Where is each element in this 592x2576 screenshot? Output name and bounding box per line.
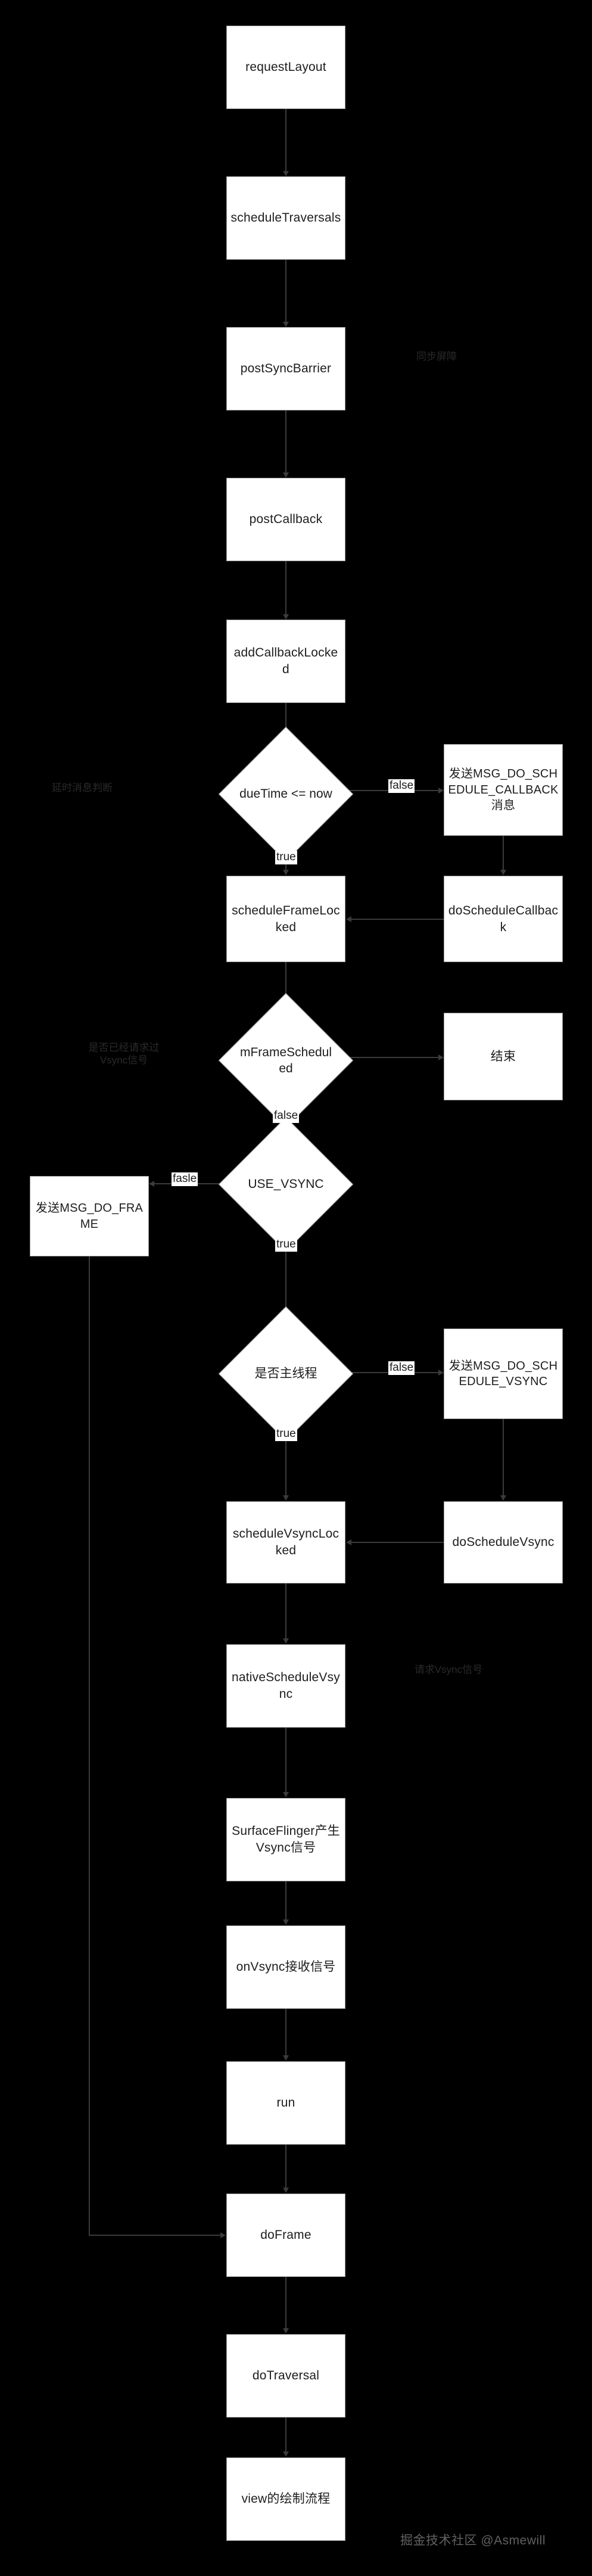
edge-sendmsg-doschedulecallback	[503, 836, 504, 870]
arrowhead-doschedulevsync	[500, 1495, 506, 1501]
edge-label-duetime-true: true	[275, 851, 297, 864]
edge-label-use-vsync-fasle: fasle	[172, 1172, 198, 1186]
edge-onvsync-run	[285, 2009, 286, 2056]
arrowhead-doschedulecallback	[500, 870, 506, 875]
arrowhead-sendmsgdoframe	[149, 1181, 154, 1187]
edge-schedulevsynclocked-nativeschedulevsync	[285, 1583, 286, 1639]
arrowhead-scheduletraversals	[283, 171, 289, 176]
edge-postsyncbarrier-postcallback	[285, 410, 286, 473]
edge-label-is-main-thread-false: false	[388, 1361, 415, 1375]
annotation-post-sync-barrier: 同步屏障	[416, 351, 457, 362]
edge-surfaceflinger-onvsync	[285, 1881, 286, 1920]
arrowhead-postcallback	[283, 472, 289, 478]
decision-due-time[interactable]: dueTime <= now	[218, 726, 354, 862]
edge-label-use-vsync-true: true	[275, 1238, 297, 1252]
arrowhead-run	[283, 2055, 289, 2061]
arrowhead-dotraversal	[283, 2328, 289, 2334]
node-schedule-traversals[interactable]: scheduleTraversals	[226, 176, 345, 260]
decision-use-vsync-label: USE_VSYNC	[248, 1177, 324, 1191]
arrowhead-scheduleframelocked-left	[346, 916, 351, 922]
arrowhead-doframe-left	[220, 2232, 226, 2238]
node-surface-flinger-vsync[interactable]: SurfaceFlinger产生Vsync信号	[226, 1798, 345, 1881]
decision-frame-scheduled-label: mFrameScheduled	[239, 1045, 332, 1075]
arrowhead-schedulevsynclocked-left	[346, 1539, 351, 1545]
annotation-native-schedule-vsync: 请求Vsync信号	[414, 1664, 483, 1675]
node-run[interactable]: run	[226, 2061, 345, 2145]
node-on-vsync[interactable]: onVsync接收信号	[226, 1925, 345, 2009]
edge-label-is-main-thread-true: true	[275, 1427, 297, 1441]
node-end[interactable]: 结束	[444, 1013, 563, 1100]
annotation-due-time: 延时消息判断	[52, 782, 113, 794]
edge-usevsync-true	[285, 1228, 286, 1321]
node-schedule-frame-locked[interactable]: scheduleFrameLocked	[226, 876, 345, 962]
arrowhead-scheduleframelocked	[283, 870, 289, 875]
edge-doschedulecallback-scheduleframelocked	[351, 919, 444, 920]
edge-ismainthread-true	[285, 1418, 286, 1496]
node-request-layout[interactable]: requestLayout	[226, 26, 345, 109]
node-add-callback-locked[interactable]: addCallbackLocked	[226, 620, 345, 703]
node-send-msg-do-schedule-callback[interactable]: 发送MSG_DO_SCHEDULE_CALLBACK消息	[444, 744, 563, 836]
node-post-callback[interactable]: postCallback	[226, 478, 345, 561]
arrowhead-surfaceflinger	[283, 1792, 289, 1797]
decision-frame-scheduled[interactable]: mFrameScheduled	[218, 993, 354, 1128]
edge-requestlayout-scheduletraversals	[285, 109, 286, 172]
edge-mframescheduled-end	[345, 1057, 439, 1058]
node-do-schedule-vsync[interactable]: doScheduleVsync	[444, 1501, 563, 1583]
node-send-msg-do-frame[interactable]: 发送MSG_DO_FRAME	[30, 1176, 149, 1256]
node-do-traversal[interactable]: doTraversal	[226, 2334, 345, 2418]
arrowhead-schedulevsynclocked	[283, 1495, 289, 1501]
edge-addcallbacklocked-duetime	[285, 703, 286, 740]
edge-scheduleframelocked-mframescheduled	[285, 962, 286, 1006]
edge-run-doframe	[285, 2145, 286, 2188]
edge-sendmsgdoframe-rail	[89, 1256, 90, 2236]
node-do-frame[interactable]: doFrame	[226, 2194, 345, 2277]
node-native-schedule-vsync[interactable]: nativeScheduleVsync	[226, 1644, 345, 1728]
decision-is-main-thread[interactable]: 是否主线程	[218, 1306, 354, 1442]
edge-label-frame-scheduled-false: false	[273, 1109, 300, 1123]
watermark: 掘金技术社区 @Asmewill	[400, 2534, 546, 2547]
arrowhead-end	[438, 1054, 444, 1060]
arrowhead-nativeschedulevsync	[283, 1638, 289, 1644]
edge-postcallback-addcallbacklocked	[285, 561, 286, 615]
node-post-sync-barrier[interactable]: postSyncBarrier	[226, 327, 345, 410]
edge-doframe-dotraversal	[285, 2277, 286, 2329]
arrowhead-sendmsgschedulecallback	[438, 788, 444, 794]
arrowhead-sendmsgdoschedulevsync	[438, 1370, 444, 1376]
arrowhead-viewdrawflow	[283, 2451, 289, 2457]
annotation-frame-scheduled: 是否已经请求过 Vsync信号	[88, 1042, 160, 1066]
edge-dotraversal-viewdrawflow	[285, 2418, 286, 2452]
arrowhead-addcallbacklocked	[283, 614, 289, 620]
node-send-msg-do-schedule-vsync[interactable]: 发送MSG_DO_SCHEDULE_VSYNC	[444, 1329, 563, 1419]
edge-scheduletraversals-postsyncbarrier	[285, 260, 286, 322]
edge-doschedulevsync-schedulevsynclocked	[351, 1542, 444, 1543]
decision-due-time-label: dueTime <= now	[239, 787, 332, 801]
arrowhead-onvsync	[283, 1919, 289, 1925]
arrowhead-doframe	[283, 2188, 289, 2193]
edge-label-duetime-false: false	[388, 779, 415, 793]
edge-nativeschedulevsync-surfaceflinger	[285, 1728, 286, 1793]
node-do-schedule-callback[interactable]: doScheduleCallback	[444, 876, 563, 962]
node-view-draw-flow[interactable]: view的绘制流程	[226, 2457, 345, 2541]
decision-is-main-thread-label: 是否主线程	[254, 1367, 317, 1381]
edge-rail-doframe	[89, 2235, 221, 2236]
decision-use-vsync[interactable]: USE_VSYNC	[218, 1116, 354, 1252]
arrowhead-postsyncbarrier	[283, 322, 289, 327]
edge-sendmsgvsync-doschedulevsync	[503, 1419, 504, 1496]
node-schedule-vsync-locked[interactable]: scheduleVsyncLocked	[226, 1501, 345, 1583]
